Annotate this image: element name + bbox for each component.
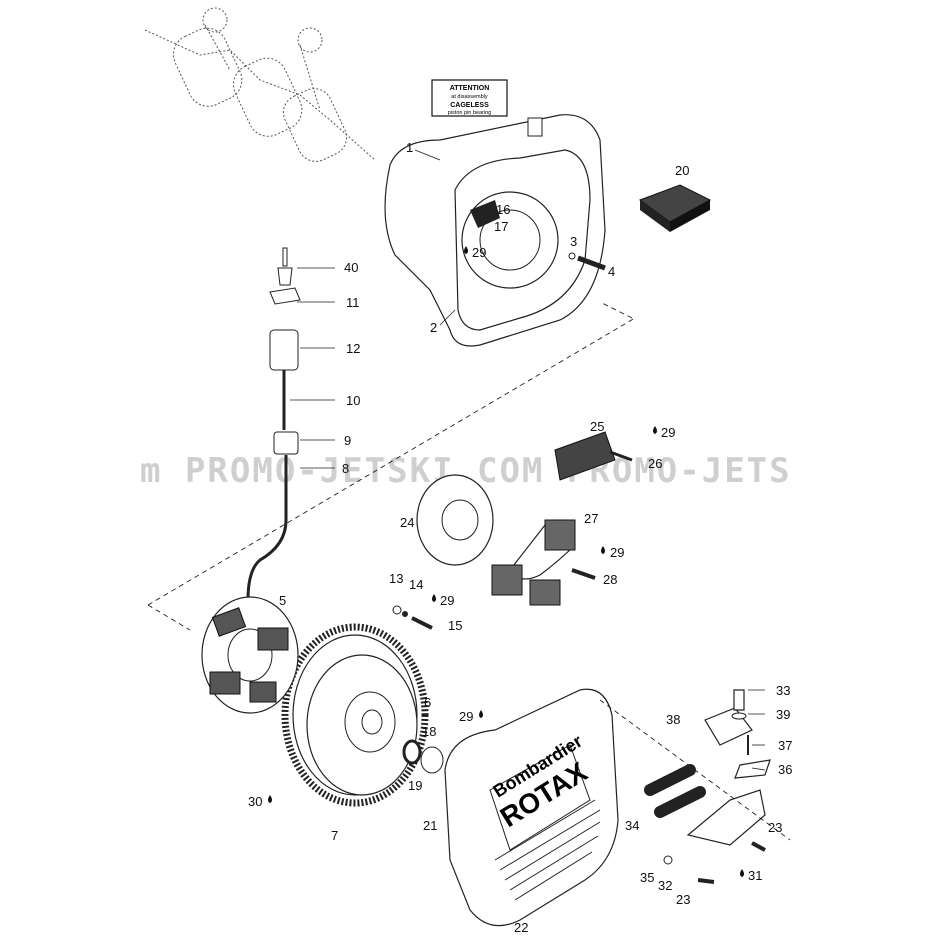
seal-and-nut — [402, 739, 444, 774]
oil-drop-icon — [740, 869, 744, 877]
callout-20: 20 — [675, 163, 689, 178]
callout-30: 30 — [248, 794, 262, 809]
callout-9: 9 — [344, 433, 351, 448]
callout-8: 8 — [342, 461, 349, 476]
leader-lines — [290, 149, 766, 771]
callout-1: 1 — [406, 140, 413, 155]
crankshaft — [144, 7, 376, 162]
callout-12: 12 — [346, 341, 360, 356]
starter-parts — [644, 689, 771, 884]
callout-2: 2 — [430, 320, 437, 335]
oil-drop-icon — [653, 426, 657, 434]
attention-line1: ATTENTION — [450, 85, 490, 92]
callout-10: 10 — [346, 393, 360, 408]
callout-19: 19 — [408, 778, 422, 793]
idler-gear — [554, 431, 633, 481]
flywheel — [306, 654, 418, 796]
callout-26: 26 — [648, 456, 662, 471]
callout-32: 32 — [658, 878, 672, 893]
callout-3: 3 — [570, 234, 577, 249]
oil-drop-icon — [432, 594, 436, 602]
callout-34: 34 — [625, 818, 639, 833]
oil-drop-icon — [464, 246, 468, 254]
oil-drop-icons — [268, 246, 744, 877]
attention-line3: CAGELESS — [450, 102, 489, 109]
magneto-cover: Bombardier ROTAX — [444, 688, 619, 927]
magneto-housing — [384, 114, 606, 347]
callout-4: 4 — [608, 264, 615, 279]
callout-21: 21 — [423, 818, 437, 833]
callout-27: 27 — [584, 511, 598, 526]
callout-29a: 29 — [472, 245, 486, 260]
stator — [201, 596, 299, 714]
screw-4 — [568, 252, 606, 271]
callout-18: 18 — [422, 724, 436, 739]
callout-15: 15 — [448, 618, 462, 633]
alignment-lines — [147, 301, 791, 841]
callout-40: 40 — [344, 260, 358, 275]
wiring-harness — [246, 247, 301, 601]
callout-17: 17 — [494, 219, 508, 234]
oil-drop-icon — [479, 710, 483, 718]
callout-33: 33 — [776, 683, 790, 698]
oil-drop-icon — [268, 795, 272, 803]
callout-39: 39 — [776, 707, 790, 722]
rubber-pad — [638, 184, 712, 232]
attention-line4: piston pin bearing — [448, 110, 491, 116]
callout-38: 38 — [666, 712, 680, 727]
callout-labels: 1 2 3 4 5 6 7 8 9 10 11 12 13 14 15 16 1… — [248, 140, 792, 935]
callout-13: 13 — [389, 571, 403, 586]
starter-bracket — [491, 519, 596, 606]
callout-36: 36 — [778, 762, 792, 777]
callout-24: 24 — [400, 515, 414, 530]
callout-22: 22 — [514, 920, 528, 935]
attention-label: ATTENTION at disassembly CAGELESS piston… — [431, 79, 508, 117]
callout-7: 7 — [331, 828, 338, 843]
attention-line2: at disassembly — [451, 94, 488, 100]
callout-23a: 23 — [768, 820, 782, 835]
callout-23b: 23 — [676, 892, 690, 907]
callout-29d: 29 — [440, 593, 454, 608]
callout-28: 28 — [603, 572, 617, 587]
callout-25: 25 — [590, 419, 604, 434]
callout-11: 11 — [346, 295, 360, 310]
fasteners-13-15 — [392, 605, 433, 630]
callout-5: 5 — [279, 593, 286, 608]
callout-6: 6 — [424, 695, 431, 710]
trigger-plate — [416, 474, 494, 566]
callout-16: 16 — [496, 202, 510, 217]
callout-29e: 29 — [459, 709, 473, 724]
oil-drop-icon — [601, 546, 605, 554]
callout-29b: 29 — [661, 425, 675, 440]
callout-35: 35 — [640, 870, 654, 885]
callout-37: 37 — [778, 738, 792, 753]
callout-14: 14 — [409, 577, 423, 592]
callout-29c: 29 — [610, 545, 624, 560]
callout-31: 31 — [748, 868, 762, 883]
